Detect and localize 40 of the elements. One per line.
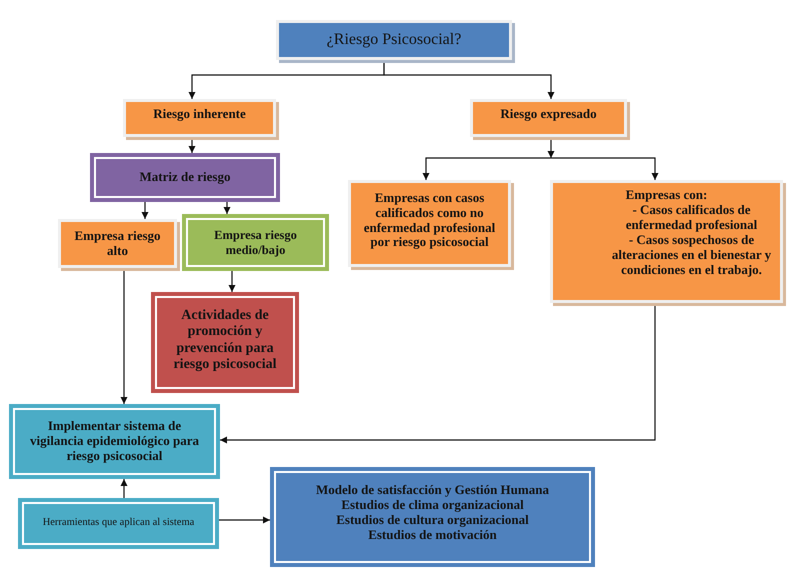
list-item: Estudios de cultura organizacional bbox=[336, 512, 529, 528]
box-label: ¿Riesgo Psicosocial? bbox=[326, 30, 462, 50]
process-box bbox=[123, 99, 276, 137]
elbow-arrow bbox=[383, 60, 554, 99]
list-item: - Casos calificados de enfermedad profesional bbox=[624, 202, 758, 233]
arrow bbox=[120, 268, 128, 404]
arrow bbox=[219, 516, 270, 524]
process-box bbox=[90, 153, 280, 202]
process-box bbox=[270, 467, 595, 567]
box-label: Implementar sistema de vigilancia epidemiológico para riesgo psicosocial bbox=[29, 419, 200, 464]
arrow bbox=[224, 202, 230, 214]
list-item: - Casos sospechosos de alteraciones en el bienestar y condiciones en el trabajo. bbox=[610, 232, 772, 278]
list-item: Estudios de clima organizacional bbox=[341, 498, 524, 513]
box-label: Riesgo inherente bbox=[153, 107, 246, 122]
box-heading: Empresas con: bbox=[626, 188, 708, 203]
process-box bbox=[151, 292, 299, 393]
box-label: Empresas con casos calificados como no enfermedad profesional por riesgo psicosocial bbox=[362, 190, 496, 250]
process-box bbox=[550, 180, 783, 303]
box-label: Actividades de promoción y prevención para riesgo psicosocial bbox=[172, 308, 278, 373]
process-box bbox=[348, 180, 511, 267]
arrow bbox=[228, 271, 236, 292]
elbow-arrow bbox=[422, 157, 551, 180]
box-label: Herramientas que aplican al sistema bbox=[42, 517, 194, 530]
box-label: Empresa riesgo medio/bajo bbox=[213, 228, 298, 257]
box-label: Empresa riesgo alto bbox=[73, 228, 162, 258]
elbow-arrow bbox=[220, 303, 656, 444]
process-box bbox=[470, 99, 627, 137]
title-box bbox=[276, 20, 512, 60]
arrow bbox=[142, 202, 148, 219]
process-box bbox=[9, 404, 220, 479]
process-box bbox=[182, 214, 329, 271]
box-label: Matriz de riesgo bbox=[140, 170, 230, 185]
arrow bbox=[548, 137, 554, 158]
process-box bbox=[58, 219, 177, 268]
box-label: Riesgo expresado bbox=[500, 107, 597, 122]
list-item: Estudios de motivación bbox=[368, 528, 497, 543]
list-item: Modelo de satisfacción y Gestión Humana bbox=[316, 483, 549, 498]
arrow bbox=[120, 479, 128, 498]
elbow-arrow bbox=[551, 157, 658, 180]
process-box bbox=[18, 498, 219, 549]
